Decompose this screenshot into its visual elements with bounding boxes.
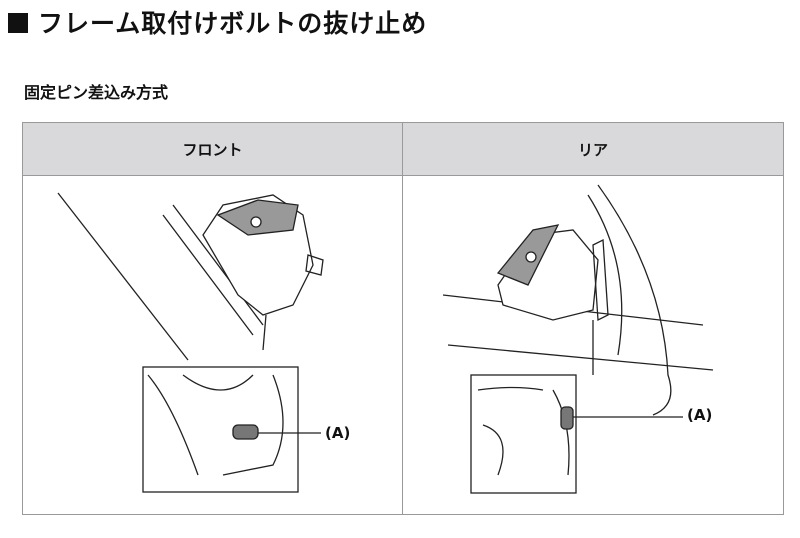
- rear-callout-label: (A): [687, 406, 713, 424]
- square-bullet-icon: [8, 13, 28, 33]
- front-caliper-illustration: [57, 192, 324, 493]
- header-front: フロント: [22, 122, 403, 176]
- section-title-text: フレーム取付けボルトの抜け止め: [38, 9, 428, 38]
- header-rear: リア: [402, 122, 784, 176]
- front-callout-label: (A): [325, 424, 351, 442]
- illustration-table: フロント リア: [22, 122, 784, 515]
- rear-caliper-illustration: [442, 184, 714, 494]
- section-title: フレーム取付けボルトの抜け止め: [8, 4, 427, 40]
- subsection-title: 固定ピン差込み方式: [24, 83, 169, 102]
